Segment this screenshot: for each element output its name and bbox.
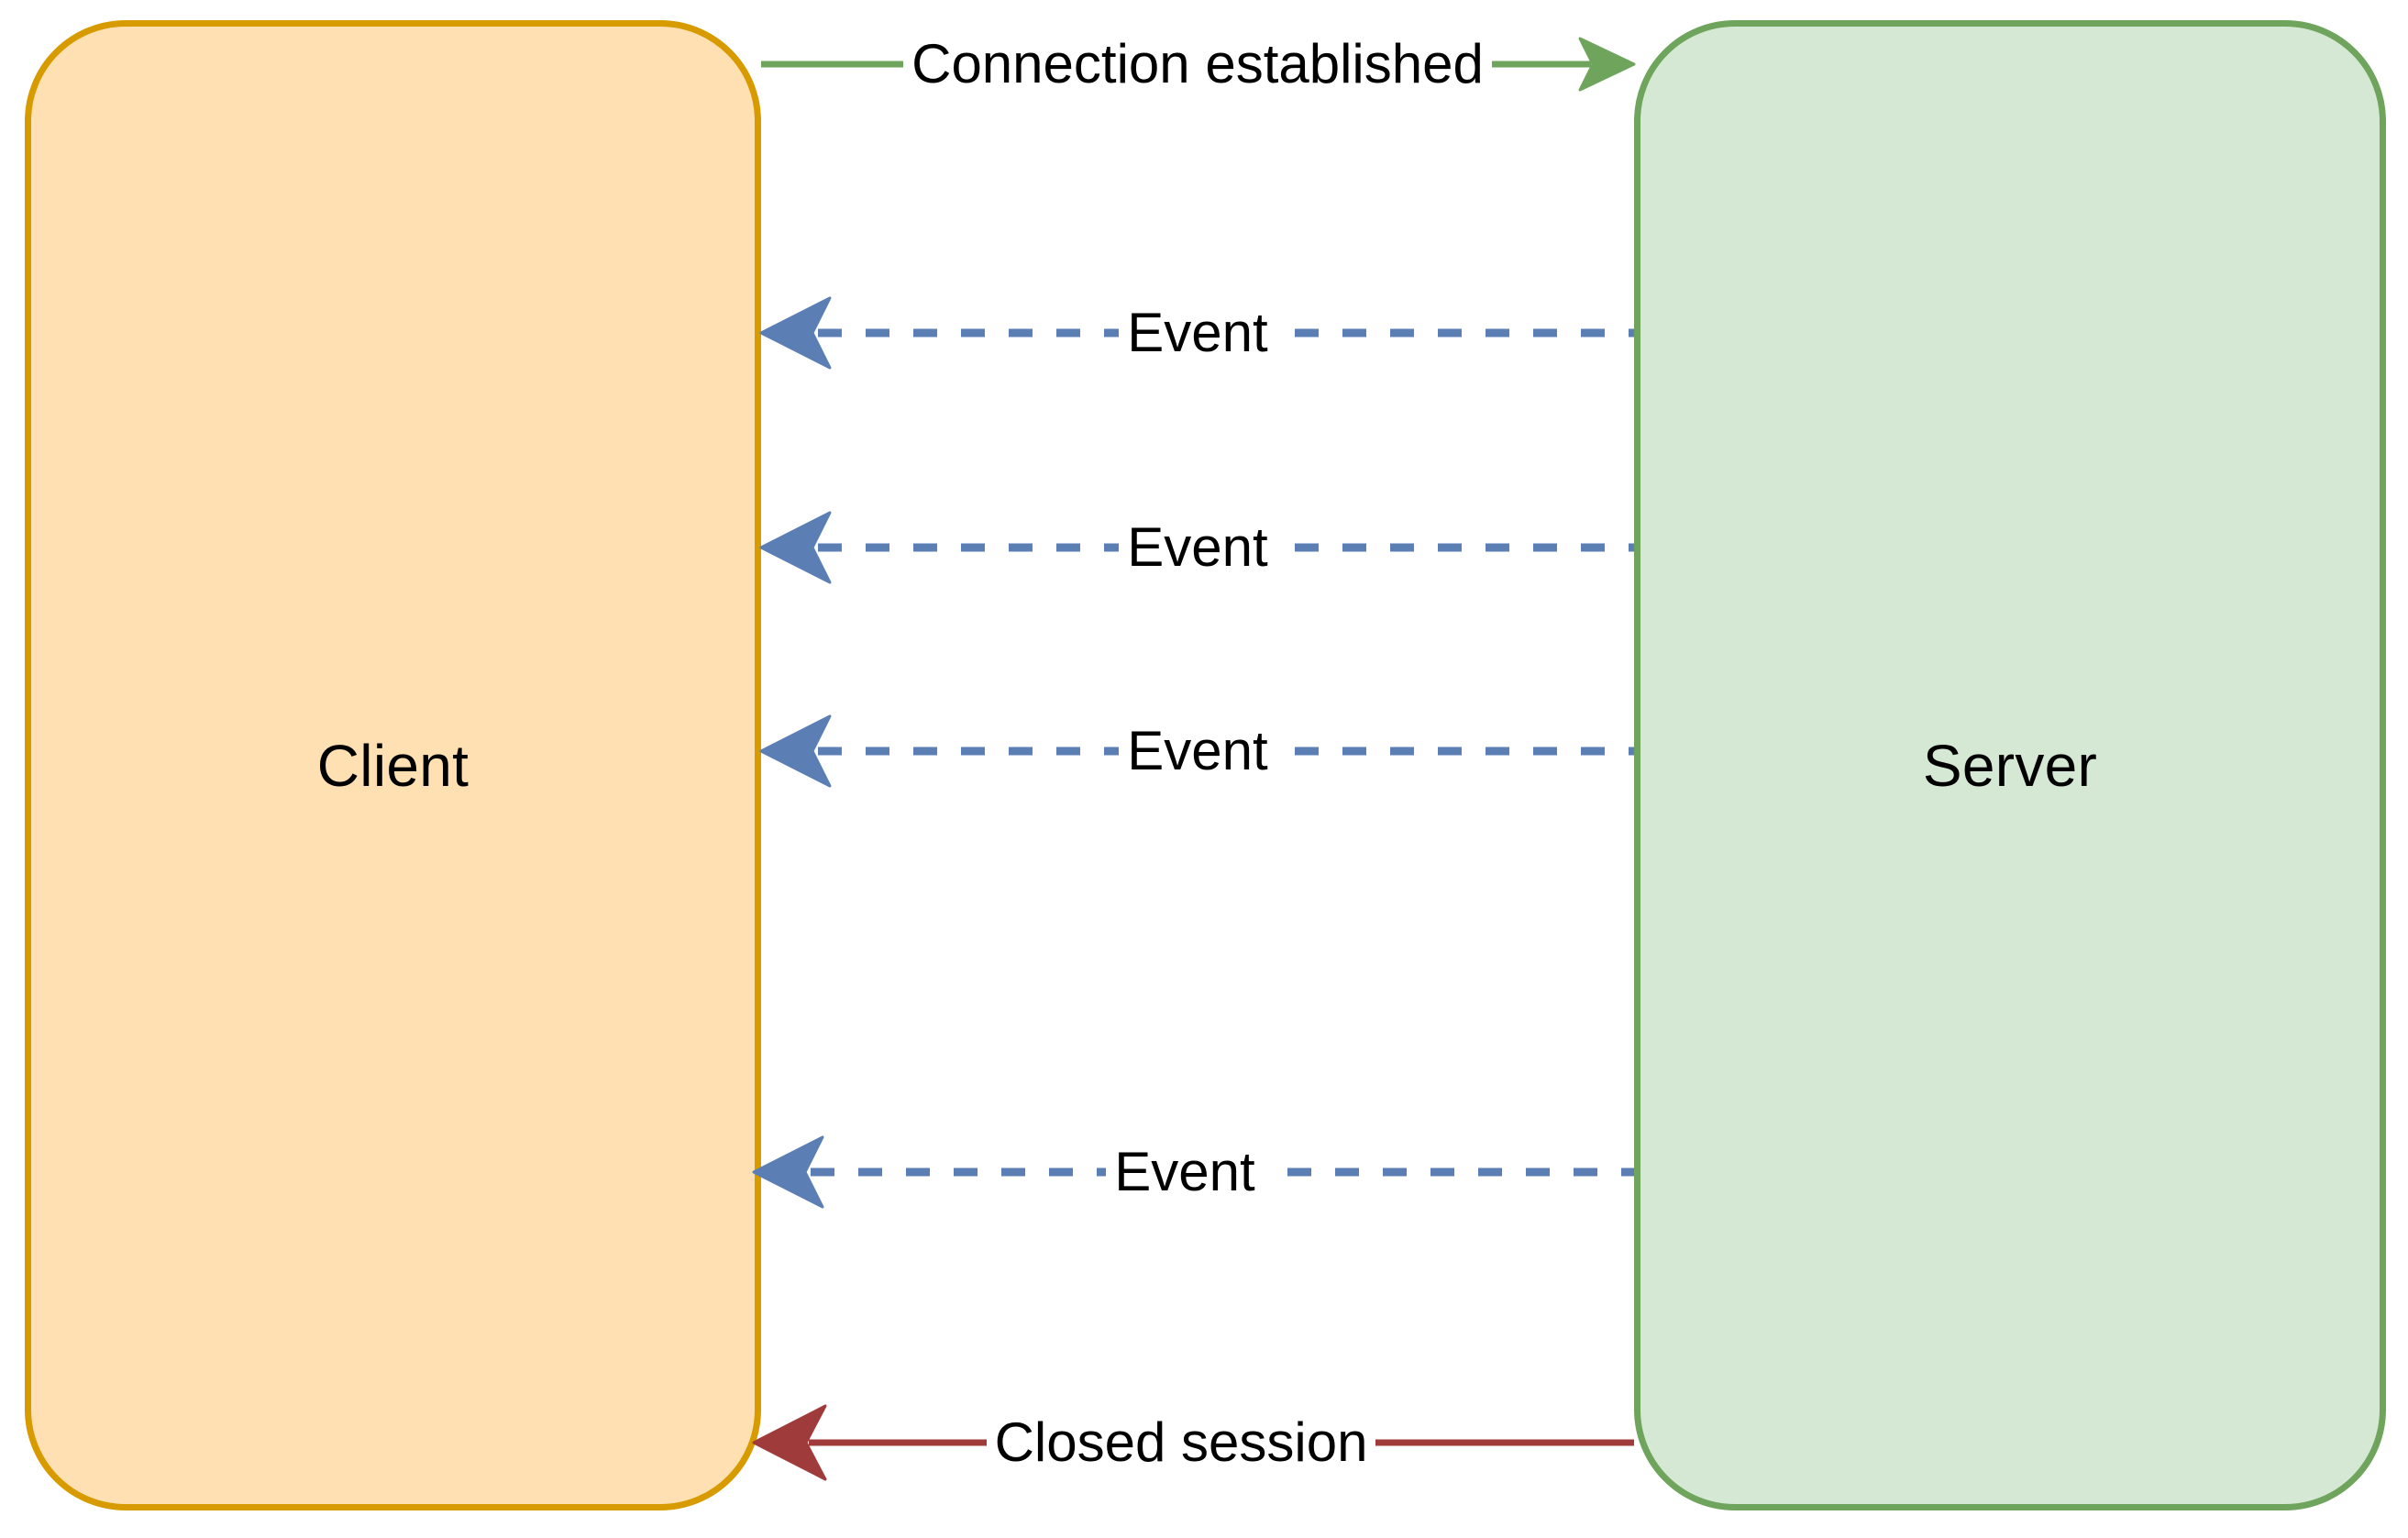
message-event-3[interactable]: Event <box>759 707 1634 795</box>
message-arrow-event-1 <box>759 296 1634 370</box>
message-closed-session[interactable]: Closed session <box>752 1399 1634 1487</box>
message-arrow-closed-session <box>752 1404 1634 1481</box>
message-arrow-event-4 <box>752 1135 1634 1209</box>
participant-box-server[interactable]: Server <box>1634 20 2386 1510</box>
message-event-1[interactable]: Event <box>759 289 1634 377</box>
message-arrow-connection-established <box>761 37 1636 92</box>
message-event-4[interactable]: Event <box>752 1128 1634 1216</box>
message-connection-established[interactable]: Connection established <box>761 20 1636 108</box>
participant-box-client[interactable]: Client <box>25 20 761 1510</box>
participant-label-client: Client <box>316 732 469 799</box>
message-arrow-event-2 <box>759 511 1634 584</box>
message-event-2[interactable]: Event <box>759 503 1634 592</box>
message-arrow-event-3 <box>759 714 1634 788</box>
participant-label-server: Server <box>1922 732 2098 799</box>
